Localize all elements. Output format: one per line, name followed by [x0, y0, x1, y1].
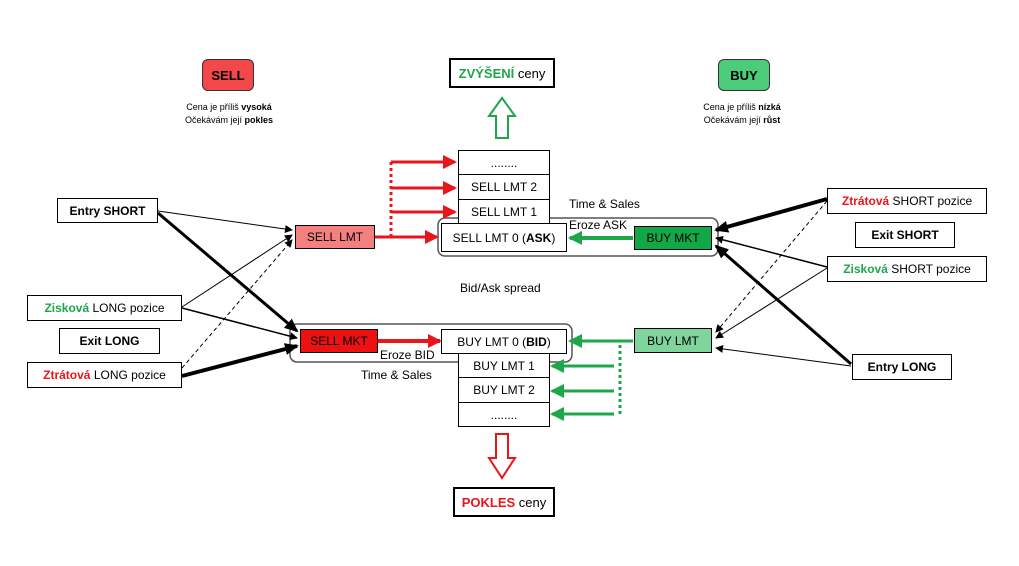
buy-signal-button[interactable]: BUY: [718, 59, 770, 91]
ask-book-row-sell-lmt-2: SELL LMT 2: [458, 174, 550, 200]
conn-ztratova-short-to-buy-mkt: [714, 197, 828, 233]
conn-entry-long-to-buy-mkt: [714, 244, 852, 366]
conn-ztratova-long-to-sell-mkt: [181, 343, 299, 378]
eroze-bid-label: Eroze BID: [380, 348, 435, 362]
buy-lmt-order[interactable]: BUY LMT: [634, 328, 712, 353]
ask-book-row-dots: ........: [458, 150, 550, 175]
sell-note: Cena je příliš vysoká Očekávám její pokl…: [184, 102, 274, 125]
bid-book-row-dots: ........: [458, 402, 550, 427]
ztratova-long-box: Ztrátová LONG pozice: [27, 362, 182, 388]
exit-short-box: Exit SHORT: [855, 222, 955, 248]
entry-short-box: Entry SHORT: [57, 198, 158, 223]
price-down-arrow-icon: [487, 433, 517, 480]
conn-ziskova-short-to-buy-mkt: [715, 235, 828, 268]
buy-note: Cena je příliš nízká Očekávám její růst: [703, 102, 781, 125]
eroze-ask-label: Eroze ASK: [569, 218, 628, 232]
buy-mkt-order[interactable]: BUY MKT: [634, 226, 712, 250]
exit-long-box: Exit LONG: [59, 328, 160, 354]
sell-lmt-order[interactable]: SELL LMT: [295, 225, 375, 249]
price-up-title: ZVÝŠENÍ ceny: [449, 58, 555, 88]
bid-top-order: BUY LMT 0 (BID): [441, 329, 567, 354]
conn-ziskova-long-to-sell-lmt: [181, 234, 293, 308]
conn-entry-short-to-sell-mkt: [157, 211, 299, 333]
time-sales-top-label: Time & Sales: [569, 197, 640, 211]
conn-ztratova-short-to-buy-lmt: [715, 200, 828, 333]
conn-entry-long-to-buy-lmt: [715, 344, 852, 367]
conn-ziskova-short-to-buy-lmt: [715, 267, 828, 339]
conn-ztratova-long-to-sell-lmt: [181, 239, 293, 369]
time-sales-bottom-label: Time & Sales: [361, 368, 432, 382]
sell-signal-button[interactable]: SELL: [202, 59, 254, 91]
sell-mkt-order[interactable]: SELL MKT: [300, 329, 378, 353]
ziskova-long-box: Zisková LONG pozice: [27, 295, 182, 321]
bid-book-row-buy-lmt-2: BUY LMT 2: [458, 377, 550, 403]
price-up-arrow-icon: [487, 96, 517, 139]
spread-label: Bid/Ask spread: [460, 281, 541, 295]
bid-book-row-buy-lmt-1: BUY LMT 1: [458, 353, 550, 378]
ziskova-short-box: Zisková SHORT pozice: [827, 256, 987, 282]
ztratova-short-box: Ztrátová SHORT pozice: [827, 188, 987, 214]
ask-book-row-sell-lmt-1: SELL LMT 1: [458, 199, 550, 224]
ask-top-order: SELL LMT 0 (ASK): [441, 223, 567, 252]
conn-entry-short-to-sell-lmt: [157, 210, 293, 233]
price-down-title: POKLES ceny: [453, 487, 555, 517]
entry-long-box: Entry LONG: [852, 354, 952, 380]
conn-ziskova-long-to-sell-mkt: [181, 307, 298, 341]
